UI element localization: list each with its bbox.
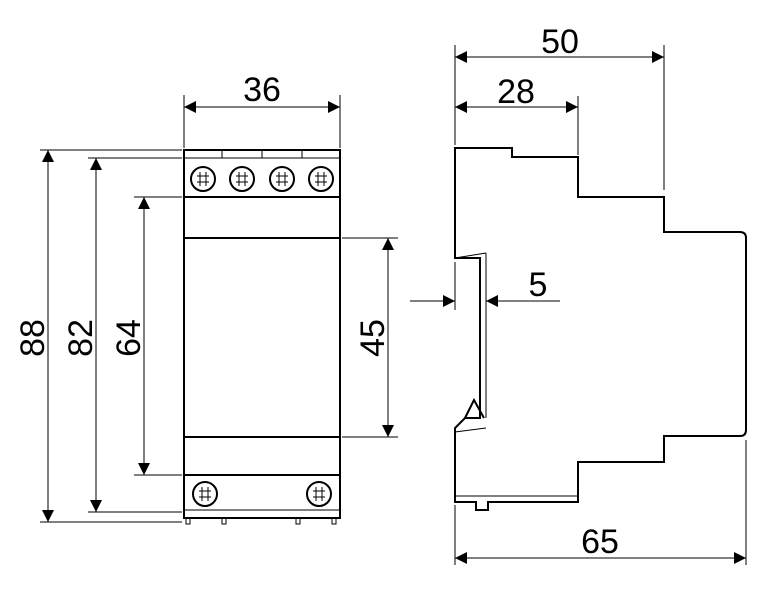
bottom-screw-1 xyxy=(192,481,218,507)
top-screw-1 xyxy=(190,166,216,192)
dim-side-depth-65: 65 xyxy=(454,440,747,565)
dim-label-28: 28 xyxy=(497,73,535,111)
dim-side-width-50: 50 xyxy=(454,23,665,190)
dim-front-window-45: 45 xyxy=(342,237,398,438)
dim-front-height-82: 82 xyxy=(62,157,182,513)
side-profile-outline xyxy=(454,147,747,511)
dim-label-82: 82 xyxy=(62,319,100,357)
dim-front-height-64: 64 xyxy=(110,196,182,476)
front-view xyxy=(183,149,341,525)
dim-rail-offset-5: 5 xyxy=(410,262,560,310)
dim-label-45: 45 xyxy=(354,319,392,357)
dim-label-64: 64 xyxy=(110,319,148,357)
rail-clip-line xyxy=(454,252,487,259)
dim-side-width-28: 28 xyxy=(455,73,579,155)
bottom-pin xyxy=(185,517,191,525)
top-screw-4 xyxy=(308,166,334,192)
latch-hook xyxy=(464,397,485,419)
bottom-pin xyxy=(221,517,227,525)
bottom-pin xyxy=(295,517,301,525)
dim-label-65: 65 xyxy=(581,523,619,561)
dim-label-50: 50 xyxy=(541,23,579,61)
dim-label-36: 36 xyxy=(243,71,281,109)
top-screw-2 xyxy=(229,166,255,192)
dim-label-5: 5 xyxy=(529,266,548,304)
dim-front-width: 36 xyxy=(183,71,341,148)
bottom-pin xyxy=(331,517,337,525)
dim-label-88: 88 xyxy=(14,319,52,357)
front-body-outline xyxy=(183,149,341,519)
top-screw-3 xyxy=(269,166,295,192)
bottom-screw-2 xyxy=(306,481,332,507)
latch-line xyxy=(454,427,487,433)
dim-front-height-88: 88 xyxy=(14,149,182,523)
side-view xyxy=(454,147,747,511)
